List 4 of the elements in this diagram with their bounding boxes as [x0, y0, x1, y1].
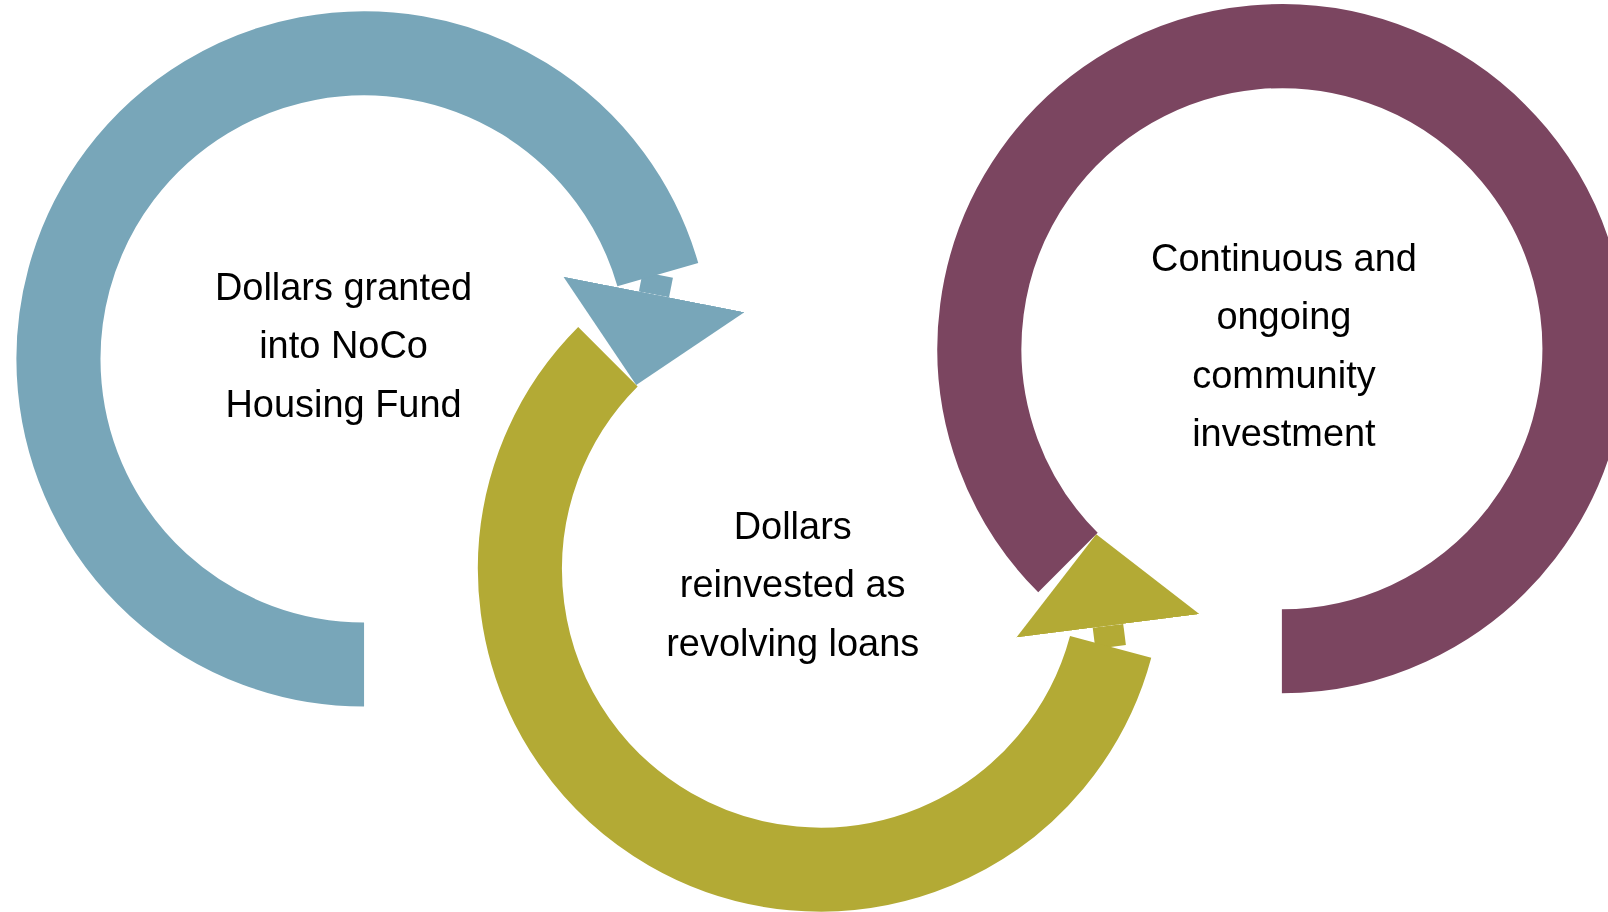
node-text: Continuous and ongoing community investment — [1150, 235, 1418, 457]
node-text: Dollars granted into NoCo Housing Fund — [213, 265, 474, 428]
node-text: Dollars reinvested as revolving loans — [665, 504, 921, 666]
arrow — [1016, 534, 1200, 649]
